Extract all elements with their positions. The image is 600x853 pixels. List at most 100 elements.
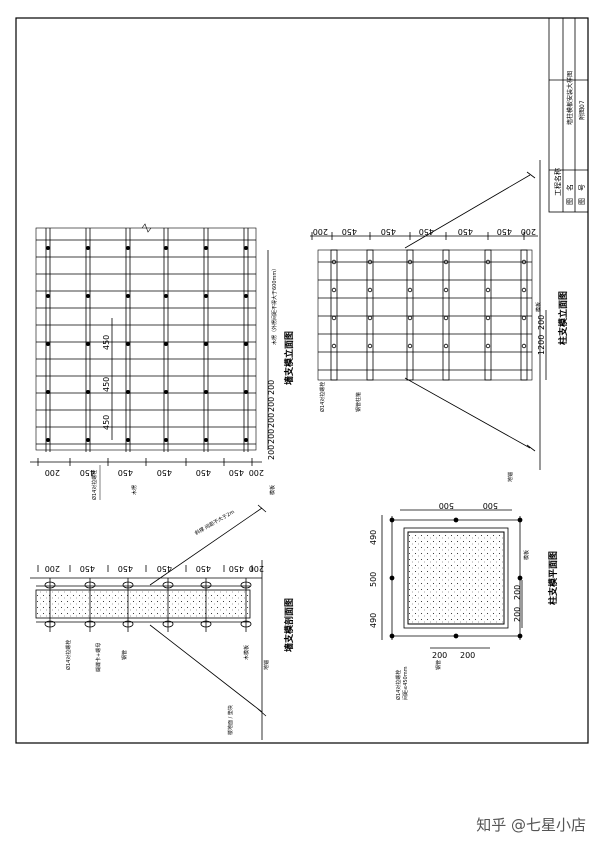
bolt-head bbox=[162, 620, 174, 628]
bolt-dot bbox=[407, 315, 413, 321]
project-label: 工程名称 bbox=[553, 168, 562, 196]
dim-label: 490 bbox=[369, 613, 378, 628]
bolt-dot bbox=[453, 633, 459, 639]
bolt-dot bbox=[331, 287, 337, 293]
bolt-dot bbox=[126, 245, 131, 250]
col-plan-dim-left: 490 500 490 bbox=[369, 515, 383, 640]
col-plan-spacing-label: 间距≤450mm bbox=[402, 666, 409, 700]
dim-label: 200 bbox=[45, 468, 60, 477]
dim-label: 450 bbox=[118, 468, 133, 477]
dim-label: 200 bbox=[513, 607, 522, 622]
bolt-head bbox=[240, 620, 252, 628]
drawing-number: 附图07 bbox=[578, 100, 586, 120]
col-plan-bolt-label: Ø14对拉螺栓 bbox=[395, 670, 402, 700]
dim-label: 450 bbox=[102, 335, 111, 350]
bolt-dot bbox=[163, 293, 168, 298]
dim-label: 450 bbox=[157, 564, 172, 573]
dim-label: 450 bbox=[118, 564, 133, 573]
bolt-dot bbox=[126, 293, 131, 298]
bolt-dot bbox=[521, 343, 527, 349]
col-elev-clamp-label: 钢管柱箍 bbox=[355, 392, 362, 412]
bolt-dot bbox=[243, 341, 248, 346]
bolt-dot bbox=[203, 389, 208, 394]
bolt-dot bbox=[126, 389, 131, 394]
bolt-dot bbox=[517, 633, 523, 639]
bolt-dot bbox=[331, 343, 337, 349]
dim-label: 450 bbox=[419, 227, 434, 236]
bolt-dot bbox=[443, 343, 449, 349]
bolt-dot bbox=[86, 437, 91, 442]
bolt-dot bbox=[163, 389, 168, 394]
col-plan-dim-top: 500 500 bbox=[400, 501, 512, 511]
bolt-dot bbox=[243, 293, 248, 298]
wall-elevation bbox=[35, 223, 257, 452]
bolt-dot bbox=[163, 437, 168, 442]
dim-label: 490 bbox=[369, 530, 378, 545]
sheet-border bbox=[15, 17, 589, 744]
wall-elev-bolt-label: Ø14对拉螺栓 bbox=[91, 470, 98, 500]
dim-label: 200 bbox=[267, 397, 276, 412]
col-plan-form-label: 模板 bbox=[523, 550, 530, 560]
bolt-dot bbox=[126, 437, 131, 442]
bolt-dot bbox=[243, 389, 248, 394]
wall-elev-dim-side: 200 200 200 200 200 bbox=[267, 250, 276, 460]
dim-label: 450 bbox=[381, 227, 396, 236]
bolt-head bbox=[84, 581, 96, 589]
watermark: 知乎 @七星小店 bbox=[476, 816, 586, 834]
bolt-dot bbox=[521, 315, 527, 321]
wall-sect-bolt-label: Ø14对拉螺栓 bbox=[65, 640, 72, 670]
bolt-head bbox=[200, 620, 212, 628]
bolt-dot bbox=[389, 517, 395, 523]
dim-label: 450 bbox=[157, 468, 172, 477]
dim-label: 200 bbox=[513, 585, 522, 600]
bolt-dot bbox=[367, 343, 373, 349]
bolt-dot bbox=[485, 343, 491, 349]
dim-label: 450 bbox=[102, 377, 111, 392]
dim-label: 450 bbox=[196, 564, 211, 573]
bolt-dot bbox=[86, 245, 91, 250]
dim-label: 500 bbox=[483, 501, 498, 510]
wall-sect-stake-label: 地锚 bbox=[263, 660, 270, 670]
column-waler bbox=[442, 249, 450, 381]
dim-label: 450 bbox=[497, 227, 512, 236]
bolt-head bbox=[200, 581, 212, 589]
bolt-dot bbox=[203, 293, 208, 298]
dim-label: 500 bbox=[369, 572, 378, 587]
column-plan bbox=[389, 516, 523, 640]
dim-label: 450 bbox=[229, 468, 244, 477]
wall-sect-beam-label: 钢管 bbox=[121, 650, 128, 660]
bolt-head bbox=[44, 620, 56, 628]
bolt-dot bbox=[163, 245, 168, 250]
dim-label: 200 bbox=[521, 227, 536, 236]
dim-label: 200 bbox=[45, 564, 60, 573]
dim-label: 200 bbox=[267, 380, 276, 395]
dim-label: 200 bbox=[267, 445, 276, 460]
wall-sect-nut-label: 蝴蝶卡+螺母 bbox=[95, 643, 102, 672]
wall-elevation-title: 墙支模立面图 bbox=[283, 331, 295, 385]
bolt-dot bbox=[243, 437, 248, 442]
bolt-dot bbox=[389, 575, 395, 581]
bolt-dot bbox=[453, 517, 459, 523]
bolt-dot bbox=[203, 437, 208, 442]
col-elev-dim-side: 200 1200 bbox=[537, 310, 547, 380]
wall-elev-plank-label: 木楞 bbox=[131, 485, 138, 495]
bolt-dot bbox=[521, 287, 527, 293]
bolt-head bbox=[122, 581, 134, 589]
drawing-title: 墙柱模板安装大样图 bbox=[566, 71, 574, 125]
wall-sect-form-label: 木模板 bbox=[243, 645, 250, 660]
dim-label: 200 bbox=[313, 227, 328, 236]
bolt-dot bbox=[485, 287, 491, 293]
col-elev-stake-label: 地锚 bbox=[507, 472, 514, 482]
wall-sect-brace-label: 斜撑 间距不大于2m bbox=[194, 508, 236, 536]
wall-section-title: 墙支模剖面图 bbox=[283, 598, 295, 652]
dim-label: 200 bbox=[460, 651, 475, 660]
bolt-dot bbox=[389, 633, 395, 639]
wall-section bbox=[30, 504, 267, 740]
column-waler bbox=[366, 249, 374, 381]
bolt-dot bbox=[367, 287, 373, 293]
bolt-dot bbox=[517, 575, 523, 581]
dim-label: 450 bbox=[102, 415, 111, 430]
column-waler bbox=[520, 249, 528, 381]
col-plan-tube-label: 钢管 bbox=[435, 660, 442, 670]
